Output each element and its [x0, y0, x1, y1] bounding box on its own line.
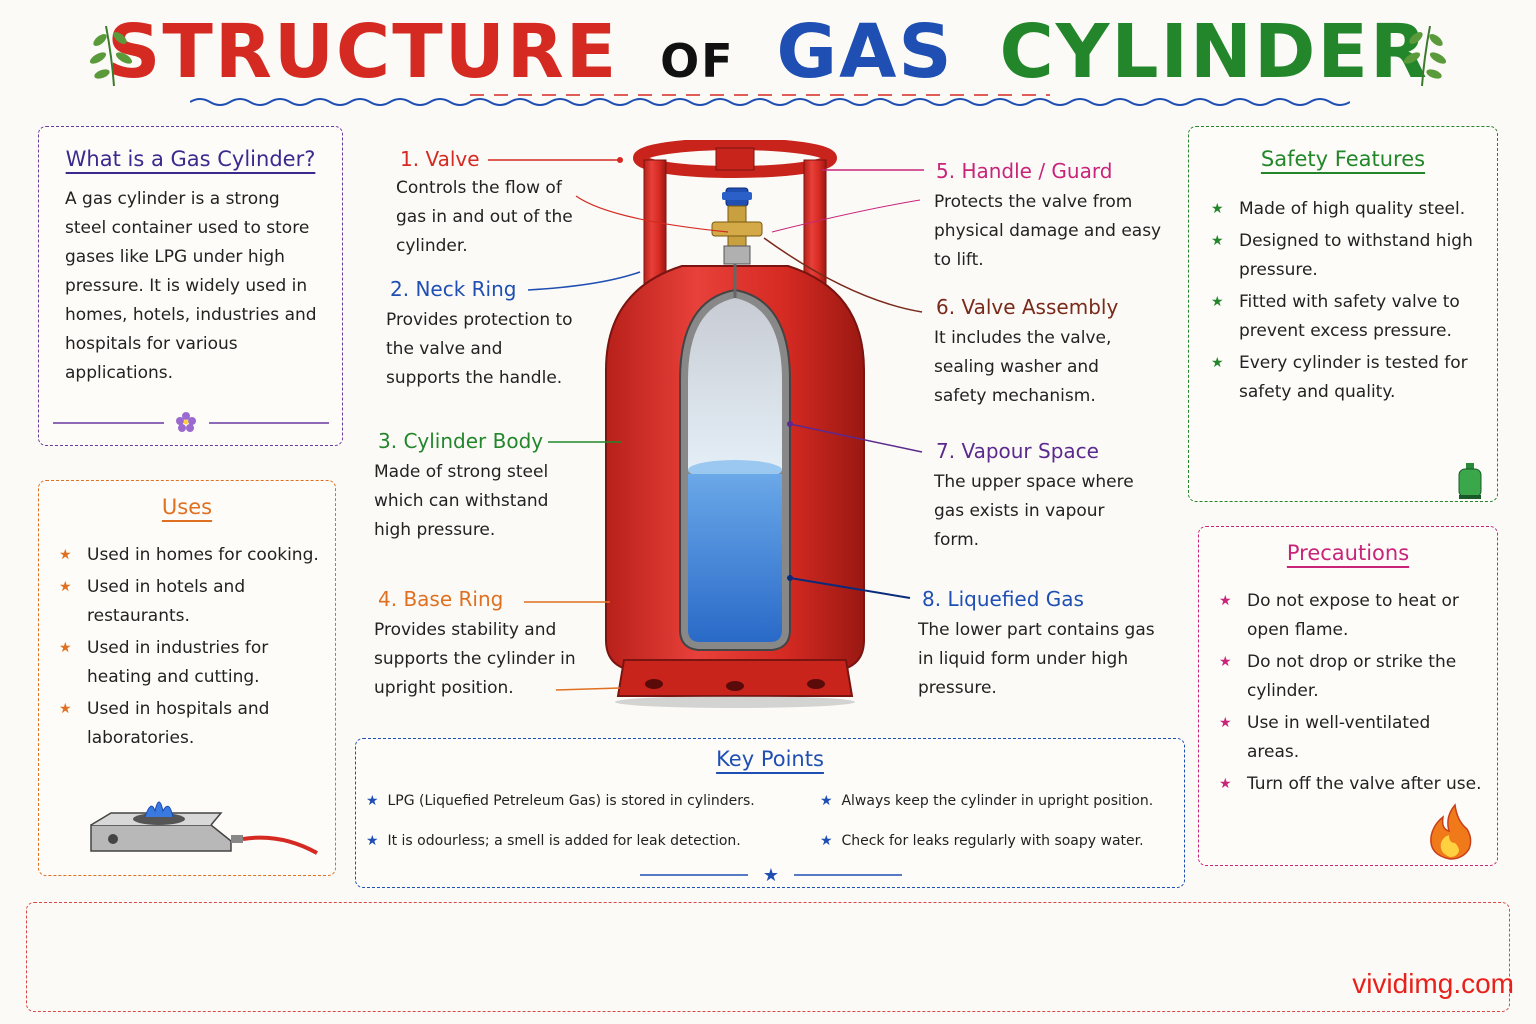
star-icon: ★ — [1219, 593, 1232, 609]
title-part-of: OF — [660, 34, 735, 88]
svg-text:★: ★ — [763, 865, 779, 883]
bottom-empty-box — [26, 902, 1510, 1012]
star-icon: ★ — [820, 793, 833, 809]
title-underline — [190, 94, 1350, 106]
safety-list: ★Made of high quality steel. ★Designed t… — [1189, 171, 1497, 407]
list-item: ★Used in homes for cooking. — [59, 541, 321, 570]
title-part-gas: GAS — [776, 9, 954, 95]
star-icon: ★ — [1211, 294, 1224, 310]
part-cylinder-body: 3. Cylinder Body Made of strong steel wh… — [374, 429, 549, 540]
safety-card: Safety Features ★Made of high quality st… — [1188, 126, 1498, 502]
star-icon: ★ — [1211, 233, 1224, 249]
what-title: What is a Gas Cylinder? — [65, 147, 316, 171]
leaf-icon — [1403, 25, 1447, 87]
what-card: What is a Gas Cylinder? A gas cylinder i… — [38, 126, 343, 446]
list-item: ★Made of high quality steel. — [1211, 195, 1481, 224]
list-item: ★Do not expose to heat or open flame. — [1219, 587, 1483, 645]
key-point-1: ★ LPG (Liquefied Petreleum Gas) is store… — [366, 793, 755, 809]
star-icon: ★ — [59, 547, 72, 563]
what-text: A gas cylinder is a strong steel contain… — [65, 189, 317, 383]
star-icon: ★ — [1211, 201, 1224, 217]
list-item: ★Use in well-ventilated areas. — [1219, 709, 1483, 767]
mini-cylinder-icon — [1458, 463, 1482, 499]
list-item: ★Every cylinder is tested for safety and… — [1211, 349, 1481, 407]
list-item: ★Designed to withstand high pressure. — [1211, 227, 1481, 285]
uses-card: Uses ★Used in homes for cooking. ★Used i… — [38, 480, 336, 876]
title-part-cylinder: CYLINDER — [999, 9, 1429, 95]
part-neck-ring: 2. Neck Ring Provides protection to the … — [386, 277, 573, 388]
part-handle-guard: 5. Handle / Guard Protects the valve fro… — [934, 159, 1162, 270]
fire-icon — [1430, 803, 1472, 860]
star-icon: ★ — [1219, 654, 1232, 670]
part-vapour-space: 7. Vapour Space The upper space where ga… — [934, 439, 1134, 550]
key-point-2: ★ Always keep the cylinder in upright po… — [820, 793, 1154, 809]
precautions-card: Precautions ★Do not expose to heat or op… — [1198, 526, 1498, 866]
star-icon: ★ — [1211, 355, 1224, 371]
watermark-text: vividimg.com — [1352, 968, 1514, 999]
divider-star: ★ — [640, 865, 902, 883]
precautions-title: Precautions — [1286, 541, 1410, 565]
list-item: ★Used in hospitals and laboratories. — [59, 695, 321, 753]
star-icon: ★ — [366, 793, 379, 809]
keypoints-title: Key Points — [716, 747, 824, 771]
list-item: ★Used in industries for heating and cutt… — [59, 634, 321, 692]
part-liquefied-gas: 8. Liquefied Gas The lower part contains… — [918, 587, 1155, 698]
part-valve: 1. Valve Controls the flow of gas in and… — [396, 147, 573, 256]
list-item: ★Turn off the valve after use. — [1219, 770, 1483, 799]
star-icon: ★ — [59, 640, 72, 656]
star-icon: ★ — [366, 833, 379, 849]
page-title: STRUCTURE OF GAS CYLINDER — [0, 4, 1536, 109]
key-point-3: ★ It is odourless; a smell is added for … — [366, 833, 741, 849]
part-valve-assembly: 6. Valve Assembly It includes the valve,… — [934, 295, 1119, 406]
precautions-list: ★Do not expose to heat or open flame. ★D… — [1199, 565, 1497, 799]
star-icon: ★ — [1219, 715, 1232, 731]
uses-list: ★Used in homes for cooking. ★Used in hot… — [39, 519, 335, 753]
star-icon: ★ — [59, 579, 72, 595]
list-item: ★Do not drop or strike the cylinder. — [1219, 648, 1483, 706]
gas-stove-icon — [90, 801, 318, 855]
list-item: ★Used in hotels and restaurants. — [59, 573, 321, 631]
keypoints-card: Key Points ★ LPG (Liquefied Petreleum Ga… — [355, 738, 1185, 888]
uses-title: Uses — [161, 495, 213, 519]
star-icon: ★ — [820, 833, 833, 849]
star-icon: ★ — [59, 701, 72, 717]
safety-title: Safety Features — [1260, 147, 1426, 171]
list-item: ★Fitted with safety valve to prevent exc… — [1211, 288, 1481, 346]
part-base-ring: 4. Base Ring Provides stability and supp… — [374, 587, 576, 698]
leaf-icon — [89, 25, 133, 87]
key-point-4: ★ Check for leaks regularly with soapy w… — [820, 833, 1144, 849]
title-part-structure: STRUCTURE — [107, 9, 619, 95]
star-icon: ★ — [1219, 776, 1232, 792]
flower-icon — [53, 412, 329, 432]
gas-cylinder-illustration — [605, 140, 865, 708]
